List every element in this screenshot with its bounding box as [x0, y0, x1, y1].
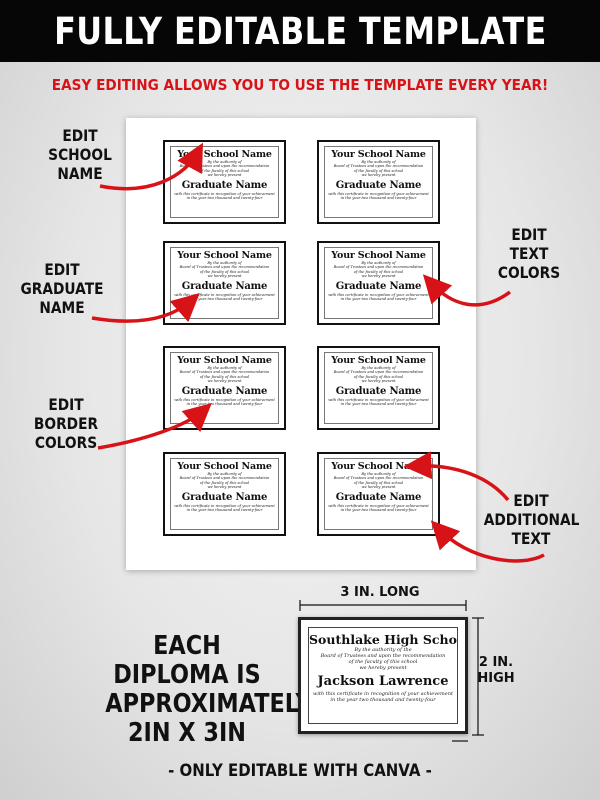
diploma-card: Your School Name By the authority of Boa…	[317, 140, 440, 224]
diploma-text-line: we hereby present	[361, 274, 396, 279]
diploma-school-name: Your School Name	[177, 355, 272, 366]
diploma-text-line: By the authority of	[361, 366, 396, 370]
sample-text-line: of the faculty of this school	[348, 659, 418, 665]
diploma-card: Your School Name By the authority of Boa…	[163, 140, 286, 224]
diploma-text-line: with this certificate in recognition of …	[328, 191, 429, 196]
diploma-text-line: with this certificate in recognition of …	[328, 292, 429, 297]
diploma-text-line: in the year two thousand and twenty-four	[340, 297, 417, 302]
diploma-text-line: of the faculty of this school	[353, 269, 404, 274]
diploma-school-name: Your School Name	[177, 250, 272, 261]
diploma-text-line: Board of Trustees and upon the recommend…	[179, 265, 270, 270]
subtitle: EASY EDITING ALLOWS YOU TO USE THE TEMPL…	[51, 76, 549, 94]
diploma-card: Your School Name By the authority of Boa…	[317, 452, 440, 536]
diploma-text-line: with this certificate in recognition of …	[328, 397, 429, 402]
diploma-text-line: of the faculty of this school	[199, 480, 250, 485]
diploma-text-line: we hereby present	[207, 274, 242, 279]
diploma-text-line: in the year two thousand and twenty-four	[186, 196, 263, 201]
diploma-text-line: we hereby present	[361, 379, 396, 384]
diploma-text-line: Board of Trustees and upon the recommend…	[333, 265, 424, 270]
diploma-text-line: we hereby present	[207, 173, 242, 178]
sample-graduate-name: Jackson Lawrence	[317, 674, 449, 689]
diploma-text-line: with this certificate in recognition of …	[174, 292, 275, 297]
diploma-text-line: of the faculty of this school	[353, 480, 404, 485]
diploma-graduate-name: Graduate Name	[181, 280, 268, 292]
sample-text-line: we hereby present	[359, 665, 407, 671]
diploma-text-line: with this certificate in recognition of …	[328, 503, 429, 508]
sample-text-line: with this certificate in recognition of …	[313, 691, 453, 697]
diploma-text-line: Board of Trustees and upon the recommend…	[179, 476, 270, 481]
diploma-graduate-name: Graduate Name	[181, 491, 268, 503]
sample-school-name: Southlake High School	[309, 632, 458, 647]
page-title: FULLY EDITABLE TEMPLATE	[53, 9, 547, 53]
diploma-graduate-name: Graduate Name	[335, 385, 422, 397]
diploma-school-name: Your School Name	[331, 149, 426, 160]
diploma-text-line: By the authority of	[361, 261, 396, 265]
callout-edit-school-name: EDIT SCHOOL NAME	[48, 126, 112, 183]
sample-text-line: By the authority of the	[354, 647, 412, 653]
diploma-text-line: By the authority of	[207, 261, 242, 265]
callout-edit-additional-text: EDIT ADDITIONAL TEXT	[483, 491, 580, 548]
diploma-graduate-name: Graduate Name	[335, 179, 422, 191]
diploma-text-line: By the authority of	[207, 366, 242, 370]
callout-edit-text-colors: EDIT TEXT COLORS	[497, 225, 561, 282]
diploma-school-name: Your School Name	[331, 250, 426, 261]
diploma-text-line: in the year two thousand and twenty-four	[340, 508, 417, 513]
sample-text-line: Board of Trustees and upon the recommend…	[320, 653, 446, 659]
diploma-text-line: we hereby present	[207, 485, 242, 490]
diploma-text-line: Board of Trustees and upon the recommend…	[333, 476, 424, 481]
diploma-text-line: By the authority of	[361, 472, 396, 476]
diploma-text-line: of the faculty of this school	[353, 168, 404, 173]
diploma-text-line: with this certificate in recognition of …	[174, 191, 275, 196]
diploma-card: Your School Name By the authority of Boa…	[163, 241, 286, 325]
height-label: 2 IN. HIGH	[477, 655, 515, 686]
header-bar: FULLY EDITABLE TEMPLATE	[0, 0, 600, 62]
diploma-size-text: EACH DIPLOMA IS APPROXIMATELY 2IN X 3IN	[105, 631, 312, 748]
diploma-text-line: of the faculty of this school	[199, 374, 250, 379]
diploma-card: Your School Name By the authority of Boa…	[163, 452, 286, 536]
sample-diploma: Southlake High School By the authority o…	[298, 617, 468, 734]
diploma-card: Your School Name By the authority of Boa…	[163, 346, 286, 430]
callout-edit-graduate-name: EDIT GRADUATE NAME	[20, 260, 104, 317]
diploma-school-name: Your School Name	[331, 461, 426, 472]
diploma-graduate-name: Graduate Name	[181, 179, 268, 191]
diploma-text-line: Board of Trustees and upon the recommend…	[179, 164, 270, 169]
diploma-card: Your School Name By the authority of Boa…	[317, 346, 440, 430]
sample-text-line: in the year two thousand and twenty-four	[330, 697, 436, 703]
diploma-text-line: in the year two thousand and twenty-four	[186, 297, 263, 302]
diploma-text-line: Board of Trustees and upon the recommend…	[333, 370, 424, 375]
diploma-graduate-name: Graduate Name	[335, 280, 422, 292]
diploma-text-line: we hereby present	[361, 173, 396, 178]
diploma-text-line: we hereby present	[207, 379, 242, 384]
diploma-text-line: with this certificate in recognition of …	[174, 397, 275, 402]
diploma-text-line: in the year two thousand and twenty-four	[186, 508, 263, 513]
diploma-text-line: of the faculty of this school	[199, 269, 250, 274]
diploma-graduate-name: Graduate Name	[181, 385, 268, 397]
diploma-text-line: with this certificate in recognition of …	[174, 503, 275, 508]
diploma-text-line: By the authority of	[207, 472, 242, 476]
diploma-text-line: we hereby present	[361, 485, 396, 490]
template-sheet: Your School Name By the authority of Boa…	[126, 118, 476, 570]
diploma-text-line: of the faculty of this school	[353, 374, 404, 379]
diploma-graduate-name: Graduate Name	[335, 491, 422, 503]
diploma-text-line: in the year two thousand and twenty-four	[186, 402, 263, 407]
diploma-text-line: in the year two thousand and twenty-four	[340, 196, 417, 201]
diploma-text-line: By the authority of	[207, 160, 242, 164]
diploma-school-name: Your School Name	[331, 355, 426, 366]
diploma-text-line: By the authority of	[361, 160, 396, 164]
footer-note: - ONLY EDITABLE WITH CANVA -	[168, 761, 432, 781]
diploma-text-line: of the faculty of this school	[199, 168, 250, 173]
diploma-school-name: Your School Name	[177, 461, 272, 472]
callout-edit-border-colors: EDIT BORDER COLORS	[33, 395, 99, 452]
diploma-card: Your School Name By the authority of Boa…	[317, 241, 440, 325]
diploma-text-line: Board of Trustees and upon the recommend…	[179, 370, 270, 375]
diploma-text-line: Board of Trustees and upon the recommend…	[333, 164, 424, 169]
diploma-text-line: in the year two thousand and twenty-four	[340, 402, 417, 407]
diploma-school-name: Your School Name	[177, 149, 272, 160]
length-label: 3 IN. LONG	[340, 585, 420, 600]
